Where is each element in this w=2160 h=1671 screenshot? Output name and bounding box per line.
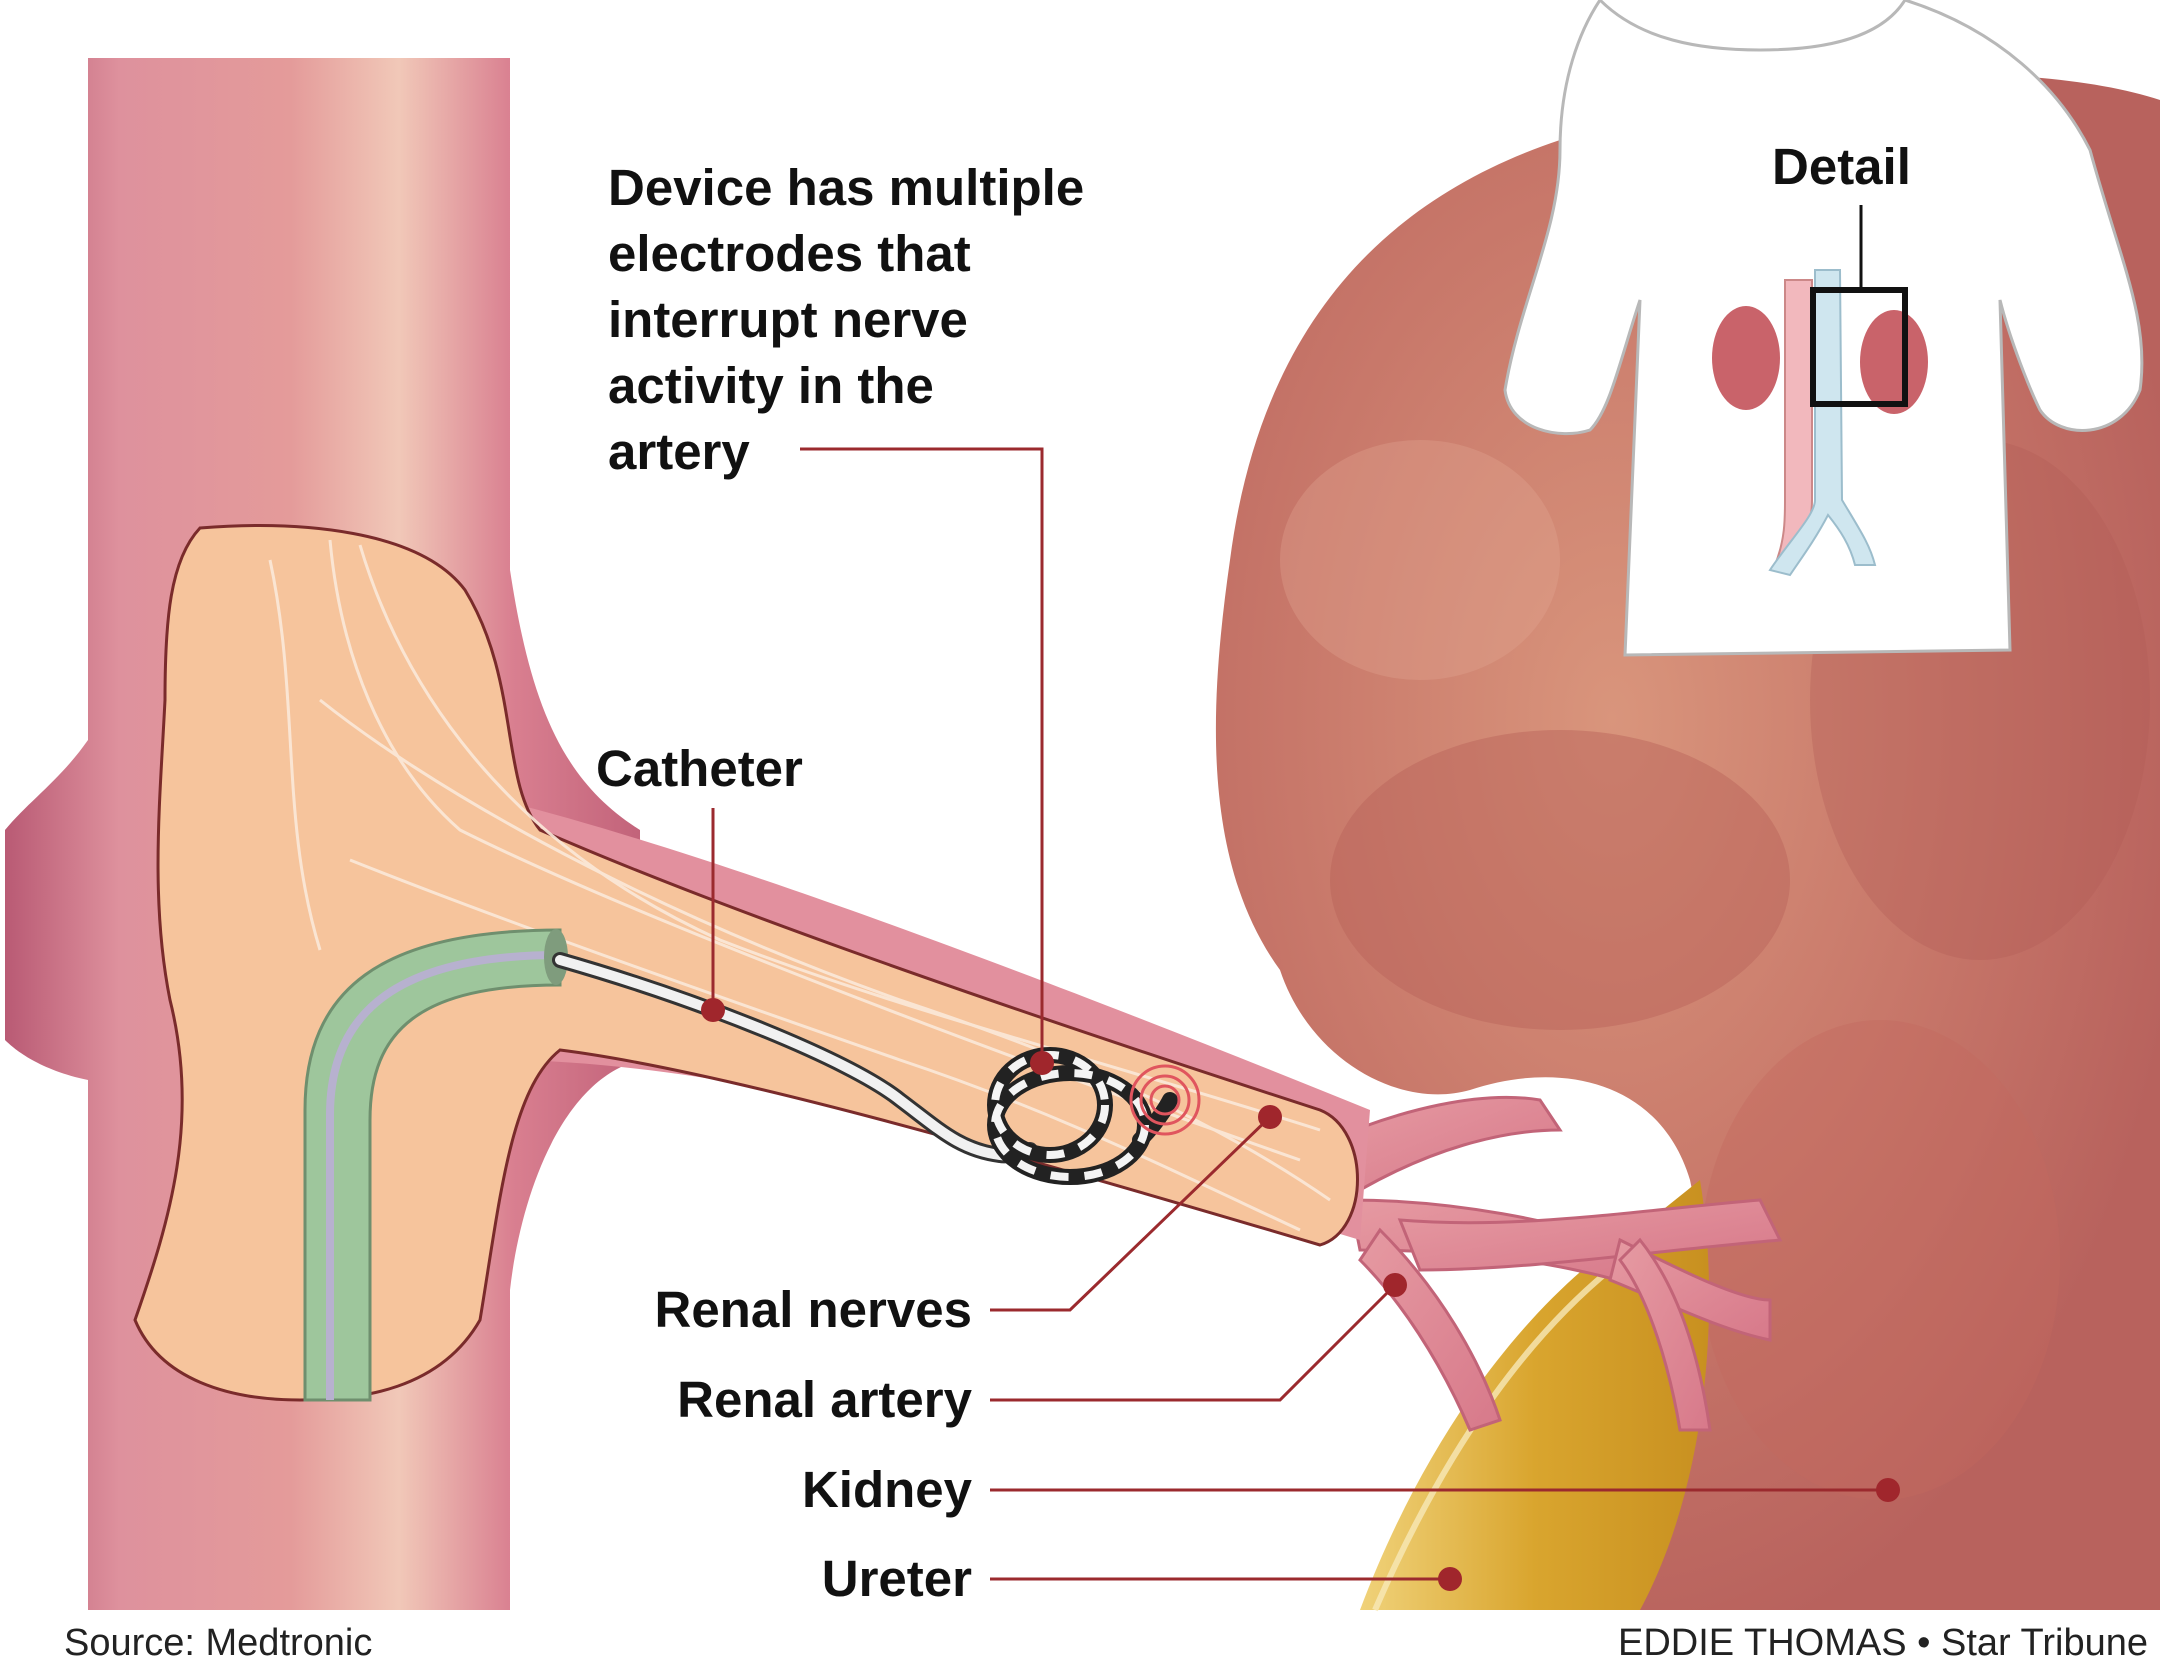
ureter-label: Ureter (821, 1550, 972, 1607)
author-credit: EDDIE THOMAS • Star Tribune (1618, 1622, 2148, 1664)
device-label-line-1: Device has multiple (608, 159, 1085, 216)
cutaway-interior (133, 524, 1359, 1402)
torso-inset (1503, 0, 2144, 657)
renal-artery-label: Renal artery (677, 1371, 972, 1428)
source-credit: Source: Medtronic (64, 1622, 373, 1664)
device-label-line-3: interrupt nerve (608, 291, 968, 348)
device-label-line-4: activity in the (608, 357, 934, 414)
kidney-label: Kidney (801, 1461, 972, 1518)
catheter-wire (552, 952, 1201, 1185)
detail-label: Detail (1772, 138, 1911, 195)
catheter-label: Catheter (596, 740, 803, 797)
device-label-line-5: artery (608, 423, 750, 480)
renal-nerves-label: Renal nerves (654, 1281, 972, 1338)
leader-lines (711, 447, 1888, 1581)
catheter-sheath (303, 928, 568, 1402)
device-label-line-2: electrodes that (608, 225, 971, 282)
renal-artery-branches (1327, 1095, 1783, 1432)
leader-dots (701, 998, 1900, 1591)
